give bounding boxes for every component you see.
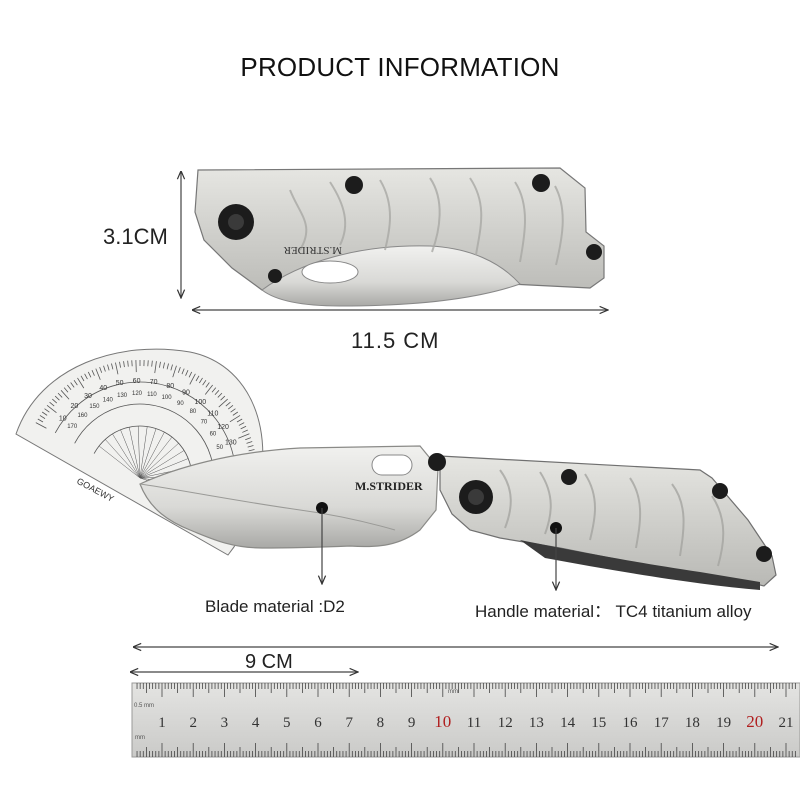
protractor-outer-label: 10 <box>59 416 67 423</box>
protractor-inner-label: 140 <box>103 397 114 403</box>
ruler-number: 20 <box>746 712 763 731</box>
height-dimension-label: 3.1CM <box>103 224 168 249</box>
protractor-outer-label: 120 <box>217 424 229 431</box>
protractor-inner-label: 80 <box>190 409 197 415</box>
protractor-inner-label: 90 <box>177 401 184 407</box>
ruler-number: 4 <box>252 715 260 731</box>
ruler-number: 10 <box>434 712 451 731</box>
protractor-outer-label: 130 <box>225 439 237 446</box>
blade-length-dimension-label: 9 CM <box>245 651 293 673</box>
ruler-number: 6 <box>314 715 322 731</box>
ruler-number: 2 <box>189 715 197 731</box>
ruler-number: 7 <box>345 715 353 731</box>
protractor-outer-label: 110 <box>207 410 218 417</box>
protractor-outer-label: 60 <box>133 378 141 385</box>
protractor-inner-label: 110 <box>147 392 157 398</box>
protractor-outer-label: 90 <box>182 389 190 396</box>
protractor-inner-label: 160 <box>77 413 88 419</box>
ruler-number: 5 <box>283 715 291 731</box>
ruler-number: 14 <box>560 715 576 731</box>
protractor-inner-label: 60 <box>210 431 217 437</box>
protractor-inner-label: 130 <box>117 393 128 399</box>
ruler-unit-mid: mm <box>448 689 458 695</box>
protractor-outer-label: 100 <box>194 399 206 406</box>
protractor-inner-label: 120 <box>132 391 143 397</box>
ruler-number: 13 <box>529 715 544 731</box>
page-title: PRODUCT INFORMATION <box>240 52 560 82</box>
ruler-number: 12 <box>498 715 513 731</box>
ruler-number: 15 <box>591 715 606 731</box>
protractor-outer-label: 20 <box>71 403 79 410</box>
protractor-outer-label: 80 <box>166 383 174 390</box>
open-knife: M.STRIDER <box>139 445 777 590</box>
protractor-inner-label: 70 <box>201 419 208 425</box>
protractor-inner-label: 50 <box>216 445 223 451</box>
protractor-outer-label: 50 <box>116 380 124 387</box>
closed-knife: M.STRIDER <box>194 167 605 307</box>
screw-icon <box>345 176 363 194</box>
ruler-number: 17 <box>654 715 670 731</box>
protractor-outer-label: 70 <box>150 379 158 386</box>
ruler-unit-bottom: mm <box>135 735 145 741</box>
ruler-number: 8 <box>377 715 385 731</box>
ruler-number: 18 <box>685 715 700 731</box>
ruler-unit-top: 0.5 mm <box>134 703 154 709</box>
closed-knife-marking: M.STRIDER <box>283 244 342 256</box>
protractor-outer-label: 40 <box>99 385 107 392</box>
protractor-inner-label: 150 <box>89 404 100 410</box>
handle-material-label: Handle material： TC4 titanium alloy <box>475 602 752 621</box>
ruler-number: 9 <box>408 715 416 731</box>
open-knife-marking: M.STRIDER <box>355 479 423 493</box>
ruler-number: 16 <box>623 715 639 731</box>
length-dimension-label: 11.5 CM <box>351 328 440 353</box>
ruler-number: 21 <box>779 715 794 731</box>
ruler-number: 3 <box>221 715 229 731</box>
protractor-outer-label: 30 <box>84 393 92 400</box>
protractor-inner-label: 170 <box>67 424 78 430</box>
ruler-number: 11 <box>467 715 481 731</box>
ruler-number: 1 <box>158 715 166 731</box>
protractor-inner-label: 100 <box>162 395 173 401</box>
blade-material-label: Blade material :D2 <box>205 597 345 616</box>
ruler-number: 19 <box>716 715 731 731</box>
